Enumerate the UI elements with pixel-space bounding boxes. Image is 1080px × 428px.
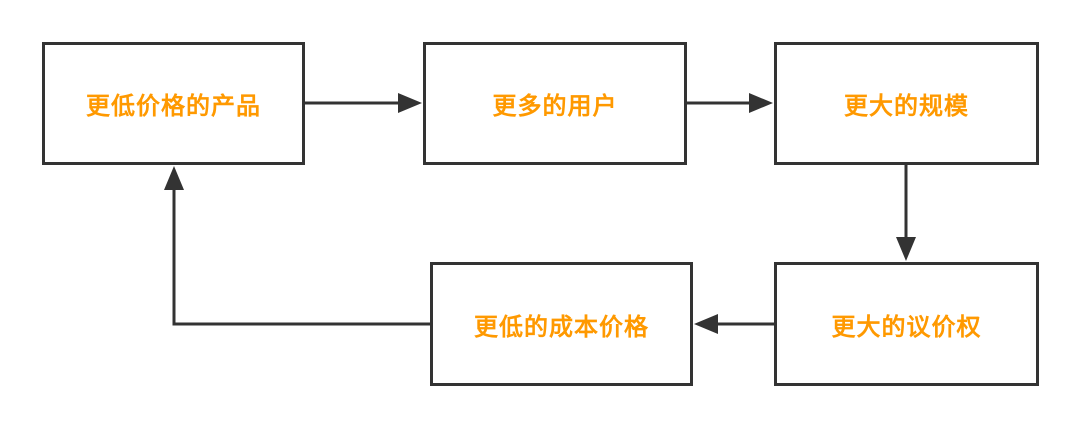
node-more-users: 更多的用户 <box>423 42 687 165</box>
edge-n4-n5 <box>694 314 774 334</box>
arrowhead-icon <box>749 93 773 113</box>
node-label: 更大的议价权 <box>831 312 982 341</box>
edge-n1-n2 <box>305 93 422 113</box>
arrowhead-icon <box>896 237 916 261</box>
arrowhead-icon <box>164 166 184 190</box>
node-label: 更低的成本价格 <box>474 312 649 341</box>
node-lower-cost-price: 更低的成本价格 <box>430 262 693 386</box>
node-lower-price-product: 更低价格的产品 <box>42 42 305 165</box>
node-label: 更低价格的产品 <box>86 92 261 120</box>
node-label: 更多的用户 <box>492 92 618 120</box>
edge-n2-n3 <box>687 93 773 113</box>
edge-n3-n4 <box>896 165 916 261</box>
arrowhead-icon <box>694 314 718 334</box>
node-larger-scale: 更大的规模 <box>774 42 1039 165</box>
node-label: 更大的规模 <box>844 92 969 120</box>
edge-n5-n1 <box>164 166 430 326</box>
arrowhead-icon <box>398 93 422 113</box>
node-greater-bargaining-power: 更大的议价权 <box>774 262 1039 386</box>
